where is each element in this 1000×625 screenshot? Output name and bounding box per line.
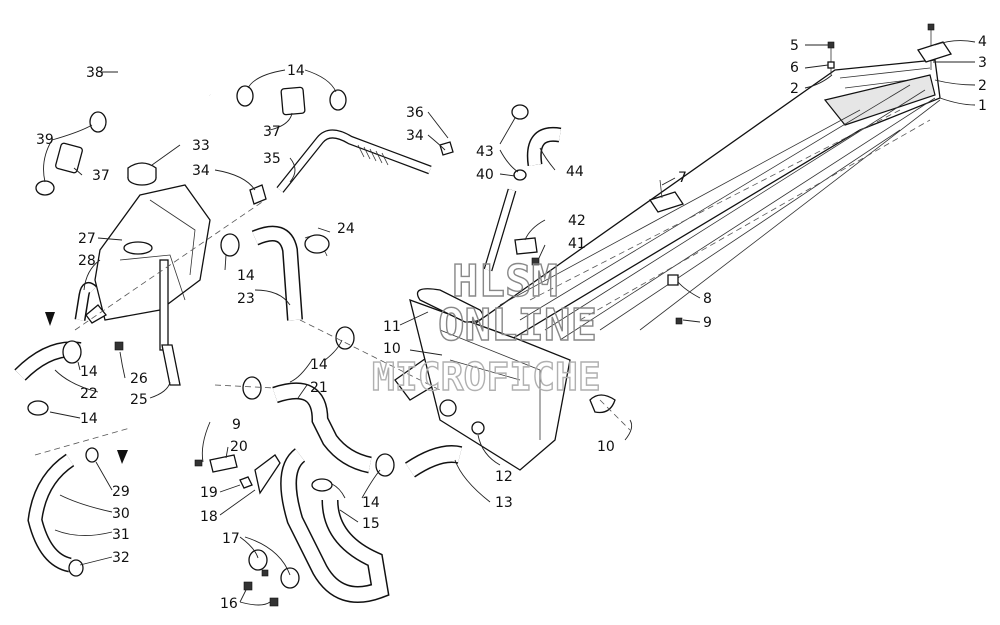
callout-6: 6 [790, 60, 799, 76]
watermark: HLSM ONLINE MICROFICHE [371, 255, 601, 399]
callout-5: 5 [790, 38, 799, 54]
leader-lines [43, 40, 976, 606]
callout-26: 26 [130, 371, 148, 387]
callout-27: 27 [78, 231, 96, 247]
callout-23: 23 [237, 291, 255, 307]
callout-40: 40 [476, 167, 494, 183]
callout-25: 25 [130, 392, 148, 408]
callout-14: 14 [287, 63, 305, 79]
callout-3: 3 [978, 55, 987, 71]
callout-2: 2 [790, 81, 799, 97]
callout-14: 14 [362, 495, 380, 511]
callout-44: 44 [566, 164, 584, 180]
callout-39: 39 [36, 132, 54, 148]
callout-15: 15 [362, 516, 380, 532]
hose-sleeves [55, 86, 306, 174]
callout-8: 8 [703, 291, 712, 307]
callout-29: 29 [112, 484, 130, 500]
hoses [14, 52, 562, 603]
watermark-line-2: ONLINE [438, 300, 597, 351]
callout-42: 42 [568, 213, 586, 229]
callout-14: 14 [80, 411, 98, 427]
flow-arrow [117, 450, 128, 464]
callout-10: 10 [383, 341, 401, 357]
callout-10: 10 [597, 439, 615, 455]
callout-7: 7 [678, 170, 687, 186]
callout-17: 17 [222, 531, 240, 547]
callout-38: 38 [86, 65, 104, 81]
callout-2: 2 [978, 78, 987, 94]
callout-37: 37 [92, 168, 110, 184]
callout-9: 9 [232, 417, 241, 433]
callout-labels: 1 2 2 3 4 5 6 7 8 9 9 10 10 11 12 13 14 … [36, 34, 987, 612]
watermark-line-1: HLSM [452, 256, 558, 307]
callout-43: 43 [476, 144, 494, 160]
callout-34: 34 [192, 163, 210, 179]
fasteners [114, 23, 953, 607]
callout-19: 19 [200, 485, 218, 501]
callout-36: 36 [406, 105, 424, 121]
callout-9: 9 [703, 315, 712, 331]
watermark-line-3: MICROFICHE [372, 355, 601, 399]
callout-33: 33 [192, 138, 210, 154]
callout-1: 1 [978, 98, 987, 114]
bellows-hose-section [357, 144, 389, 166]
callout-13: 13 [495, 495, 513, 511]
flow-arrow [45, 312, 55, 326]
callout-22: 22 [80, 386, 98, 402]
callout-35: 35 [263, 151, 281, 167]
callout-34: 34 [406, 128, 424, 144]
callout-16: 16 [220, 596, 238, 612]
callout-31: 31 [112, 527, 130, 543]
callout-20: 20 [230, 439, 248, 455]
heat-exchanger-assembly [394, 59, 941, 401]
callout-28: 28 [78, 253, 96, 269]
mounting-bracket [409, 288, 571, 471]
callout-30: 30 [112, 506, 130, 522]
callout-24: 24 [337, 221, 355, 237]
reference-lines [34, 199, 631, 456]
callout-18: 18 [200, 509, 218, 525]
callout-21: 21 [310, 380, 328, 396]
callout-14: 14 [237, 268, 255, 284]
callout-41: 41 [568, 236, 586, 252]
coolant-tank [85, 184, 211, 351]
callout-14: 14 [310, 357, 328, 373]
spring-clamp [304, 234, 330, 257]
callout-14: 14 [80, 364, 98, 380]
callout-4: 4 [978, 34, 987, 50]
hose-clamps [27, 85, 529, 589]
callout-12: 12 [495, 469, 513, 485]
radiator-cap [127, 162, 157, 186]
callout-11: 11 [383, 319, 401, 335]
callout-32: 32 [112, 550, 130, 566]
callout-37: 37 [263, 124, 281, 140]
